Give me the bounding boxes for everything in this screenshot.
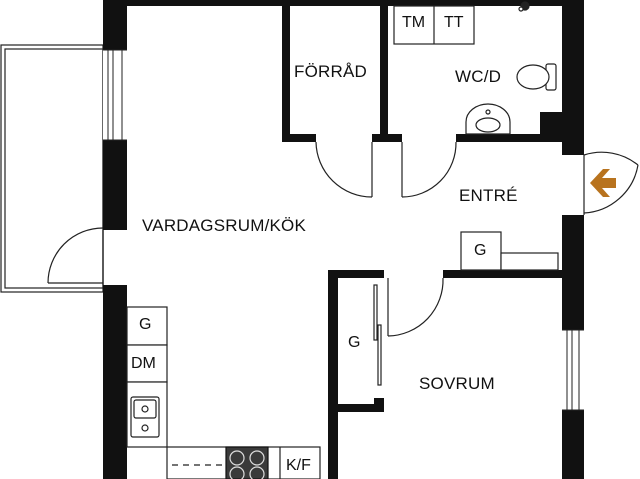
shower-icon bbox=[518, 1, 530, 12]
stove-icon bbox=[225, 446, 269, 479]
sink-icon bbox=[465, 103, 511, 135]
room-label-storage: FÖRRÅD bbox=[294, 62, 367, 81]
walls bbox=[103, 0, 584, 479]
fridge-freezer-label: K/F bbox=[286, 457, 311, 474]
room-label-wc-shower: WC/D bbox=[455, 67, 502, 86]
kitchen-counter bbox=[126, 306, 321, 479]
wc-fixtures bbox=[393, 1, 557, 135]
entry-arrow-icon bbox=[590, 169, 616, 197]
kitchen-sink-icon bbox=[130, 396, 160, 438]
room-label-living-kitchen: VARDAGSRUM/KÖK bbox=[142, 216, 307, 235]
washer-label: TM bbox=[402, 14, 426, 31]
entrance-cabinets bbox=[460, 231, 559, 271]
kitchen-wardrobe-label: G bbox=[139, 316, 152, 333]
dryer-label: TT bbox=[444, 14, 464, 31]
toilet-icon bbox=[516, 63, 557, 91]
doors bbox=[47, 141, 639, 386]
entrance-wardrobe-label: G bbox=[474, 242, 487, 259]
room-label-bedroom: SOVRUM bbox=[419, 374, 495, 393]
balcony bbox=[0, 44, 104, 293]
bedroom-wardrobe-label: G bbox=[348, 334, 361, 351]
windows bbox=[103, 49, 584, 411]
dishwasher-label: DM bbox=[131, 355, 156, 372]
room-label-entrance: ENTRÉ bbox=[459, 186, 518, 205]
